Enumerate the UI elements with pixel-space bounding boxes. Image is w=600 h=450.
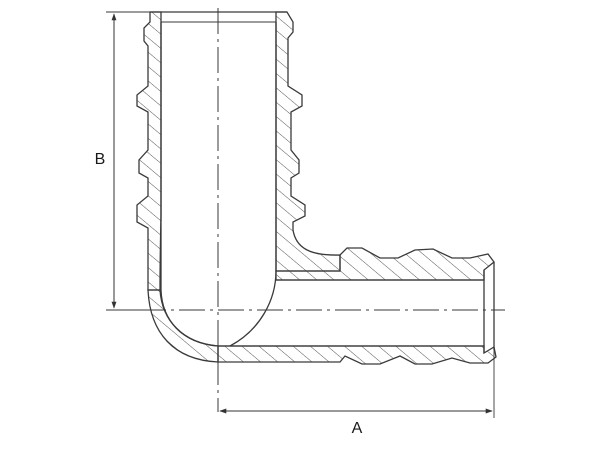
vertical-leg-left-wall — [136, 11, 162, 291]
vertical-leg-right-wall — [275, 11, 341, 272]
inner-bore-outline — [160, 22, 484, 347]
elbow-outer-wall — [147, 289, 219, 363]
horizontal-leg-bottom-wall — [217, 345, 497, 365]
dimension-a-label: A — [352, 420, 363, 437]
dimension-b-label: B — [95, 151, 106, 168]
inner-bore-outline-inner — [229, 22, 277, 347]
